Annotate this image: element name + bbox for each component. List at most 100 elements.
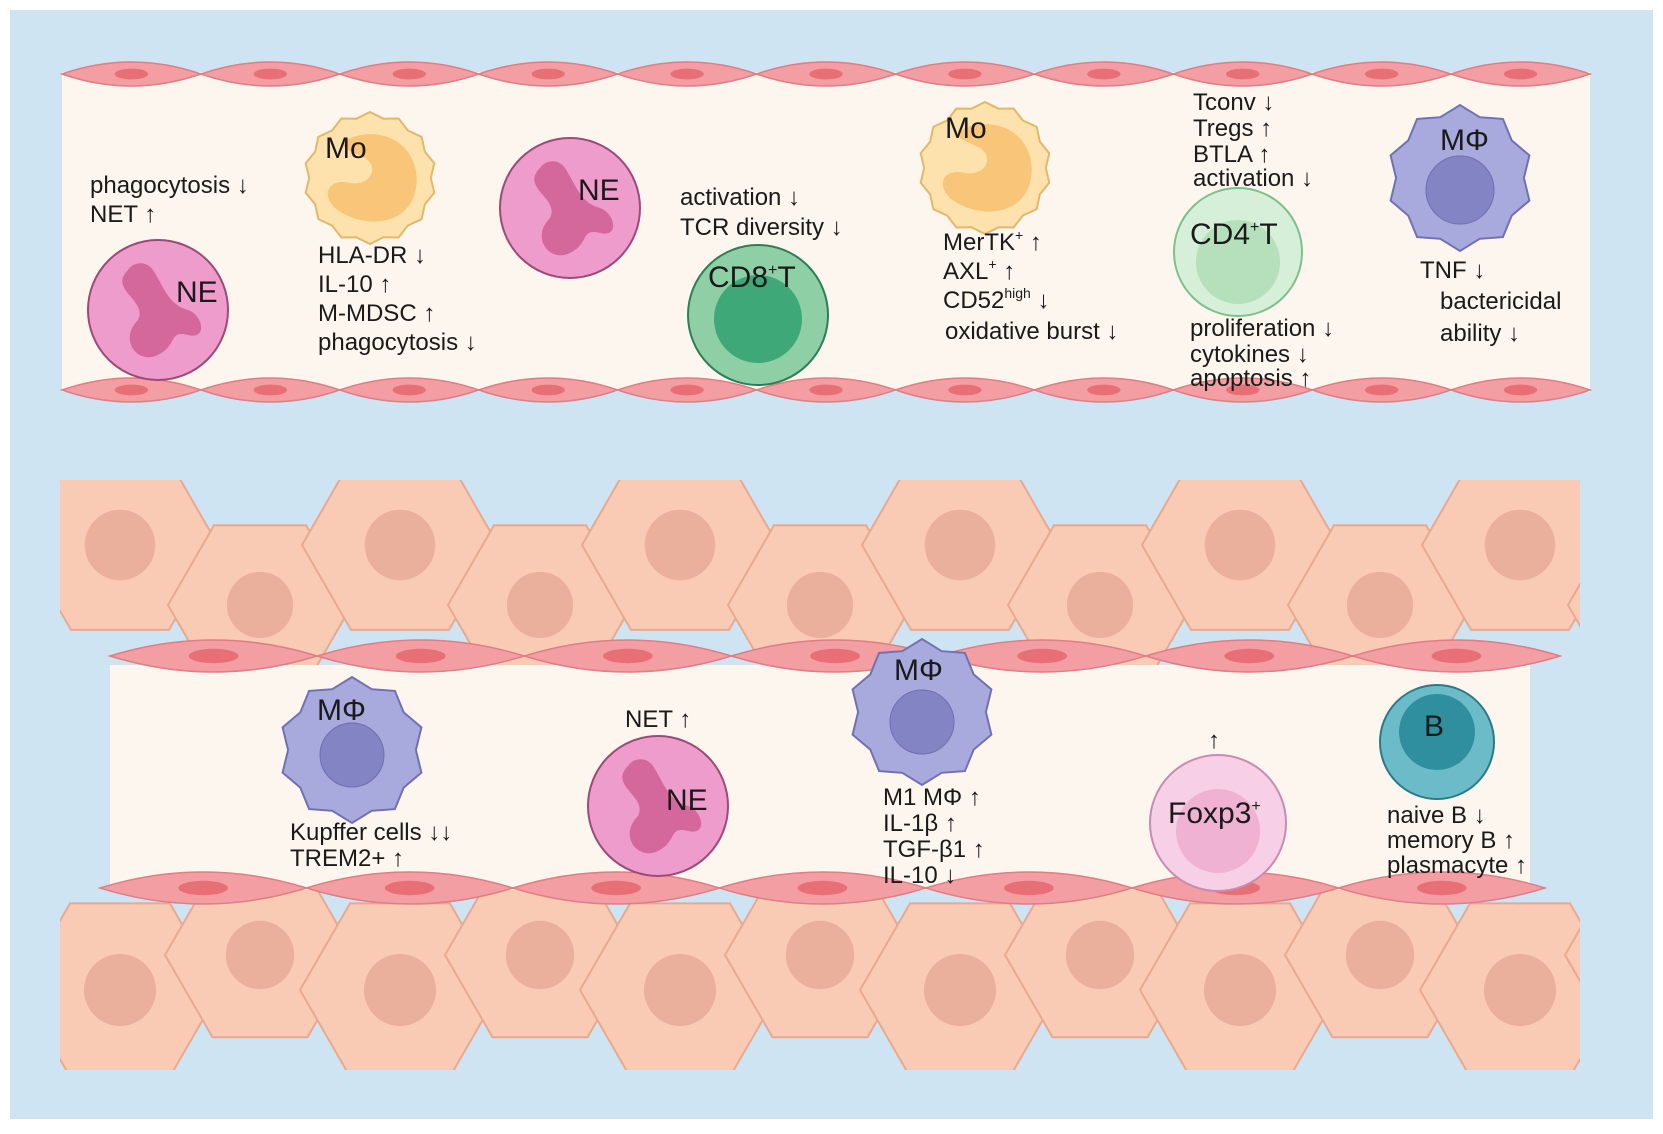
endothelial-nucleus [392, 384, 426, 396]
neutrophil-cell-2: NE [499, 137, 641, 279]
ne1-change-1: phagocytosis ↓ [90, 172, 249, 199]
hepatocyte-nucleus [924, 954, 996, 1026]
neutrophil-nucleus [534, 161, 614, 256]
mphi-change-3: ability ↓ [1440, 320, 1520, 347]
endothelial-nucleus [809, 68, 843, 80]
sinusoid-endothelial-nucleus [1004, 880, 1054, 896]
monocyte-cell-2: Mo [919, 100, 1051, 236]
sinusoid-endothelial-nucleus [1017, 648, 1067, 664]
hepatocyte-nucleus [1204, 954, 1276, 1026]
mo1-change-4: phagocytosis ↓ [318, 329, 477, 356]
endothelial-nucleus [1226, 68, 1260, 80]
cd4-t-cell: CD4+T [1173, 187, 1303, 317]
cd4-change-above-1: Tconv ↓ [1193, 89, 1274, 116]
neutrophil-label: NE [666, 784, 708, 817]
neutrophil-label: NE [176, 276, 218, 309]
endothelial-nucleus [1503, 384, 1538, 396]
endothelial-nucleus [1364, 384, 1399, 396]
bcell-change-3: plasmacyte ↑ [1387, 852, 1527, 879]
hepatocyte-nucleus [505, 920, 575, 990]
hepatocyte [1563, 927, 1580, 983]
ne-bottom-change-1: NET ↑ [625, 706, 691, 733]
mo1-change-2: IL-10 ↑ [318, 271, 391, 298]
mphi1-change-1: Kupffer cells ↓↓ [290, 819, 452, 846]
monocyte-nucleus [327, 134, 417, 222]
macrophage-nucleus [1425, 155, 1495, 225]
sinusoid-endothelial-nucleus [603, 648, 653, 664]
hepatocyte-nucleus [1484, 509, 1556, 581]
cd8-t-nucleus [714, 275, 802, 363]
blood-vessel-panel [59, 61, 1593, 403]
hepatocyte-nucleus [84, 509, 156, 581]
sinusoid-endothelial-nucleus [178, 880, 228, 896]
endothelial-nucleus [253, 68, 288, 80]
hepatocyte-nucleus [506, 571, 574, 639]
monocyte-label: Mo [945, 112, 987, 145]
cd8-change-2: TCR diversity ↓ [680, 214, 843, 241]
mphi2-change-1: M1 MΦ ↑ [883, 784, 981, 811]
macrophage-cell-1: MΦ [281, 675, 423, 825]
hepatocyte-nucleus [364, 509, 436, 581]
hepatocyte-nucleus [84, 954, 156, 1026]
macrophage-label: MΦ [894, 654, 943, 687]
endothelium-top-row [59, 61, 1593, 87]
mo1-change-1: HLA-DR ↓ [318, 242, 426, 269]
sinusoid-endothelial-nucleus [591, 880, 641, 896]
endothelial-nucleus [1226, 384, 1260, 396]
b-cell-label: B [1424, 710, 1444, 743]
sinusoid-endothelial-nucleus [188, 648, 239, 664]
b-cell: B [1379, 684, 1495, 800]
endothelial-nucleus [1087, 384, 1121, 396]
sinusoid-endothelium-top [107, 639, 1563, 673]
vessel-lumen [62, 72, 1590, 392]
macrophage-label: MΦ [1440, 124, 1489, 157]
hepatocyte-nucleus [785, 920, 855, 990]
sinusoid-endothelial-nucleus [384, 880, 435, 896]
hepatocyte-nucleus [1484, 954, 1556, 1026]
mo2-change-2: AXL+ ↑ [943, 256, 1015, 285]
endothelial-nucleus [670, 68, 704, 80]
macrophage-cell-2: MΦ [851, 637, 993, 787]
endothelial-nucleus [253, 384, 288, 396]
hepatocyte [1566, 582, 1580, 628]
endothelial-nucleus [1364, 68, 1399, 80]
monocyte-label: Mo [325, 132, 367, 165]
neutrophil-nucleus [122, 263, 202, 358]
endothelial-nucleus [670, 384, 704, 396]
cd4-change-below-2: cytokines ↓ [1190, 341, 1309, 368]
cd4-change-above-3: BTLA ↑ [1193, 141, 1270, 168]
treg-change: ↑ [1208, 727, 1220, 754]
bcell-change-1: naive B ↓ [1387, 802, 1486, 829]
hepatocyte-nucleus [1204, 509, 1276, 581]
monocyte-cell-1: Mo [304, 110, 436, 246]
hepatocyte-nucleus [644, 954, 716, 1026]
endothelial-nucleus [1503, 68, 1538, 80]
sinusoid-endothelial-nucleus [1417, 880, 1467, 896]
endothelial-nucleus [114, 384, 149, 396]
neutrophil-nucleus [622, 759, 702, 854]
mo1-change-3: M-MDSC ↑ [318, 300, 435, 327]
hepatocyte-nucleus [924, 509, 996, 581]
mphi2-change-4: IL-10 ↓ [883, 862, 956, 889]
endothelial-nucleus [531, 68, 565, 80]
mphi2-change-2: IL-1β ↑ [883, 810, 957, 837]
hepatocyte-nucleus [786, 571, 854, 639]
cd4-t-nucleus [1196, 220, 1280, 304]
cd8-change-1: activation ↓ [680, 184, 800, 211]
monocyte-nucleus [942, 124, 1032, 212]
treg-label: Foxp3+ [1168, 797, 1261, 830]
cd4-change-below-1: proliferation ↓ [1190, 315, 1334, 342]
liver-tissue-panel [60, 480, 1580, 1070]
mphi2-change-3: TGF-β1 ↑ [883, 836, 985, 863]
mo2-change-3: CD52high ↓ [943, 285, 1050, 314]
neutrophil-label: NE [578, 174, 620, 207]
cd8-t-label: CD8+T [708, 261, 796, 294]
b-cell-nucleus [1399, 694, 1475, 770]
endothelial-nucleus [948, 384, 982, 396]
endothelial-nucleus [809, 384, 843, 396]
sinusoid-endothelial-nucleus [395, 648, 446, 664]
cd4-change-above-2: Tregs ↑ [1193, 115, 1272, 142]
hepatocyte-nucleus [1345, 920, 1415, 990]
